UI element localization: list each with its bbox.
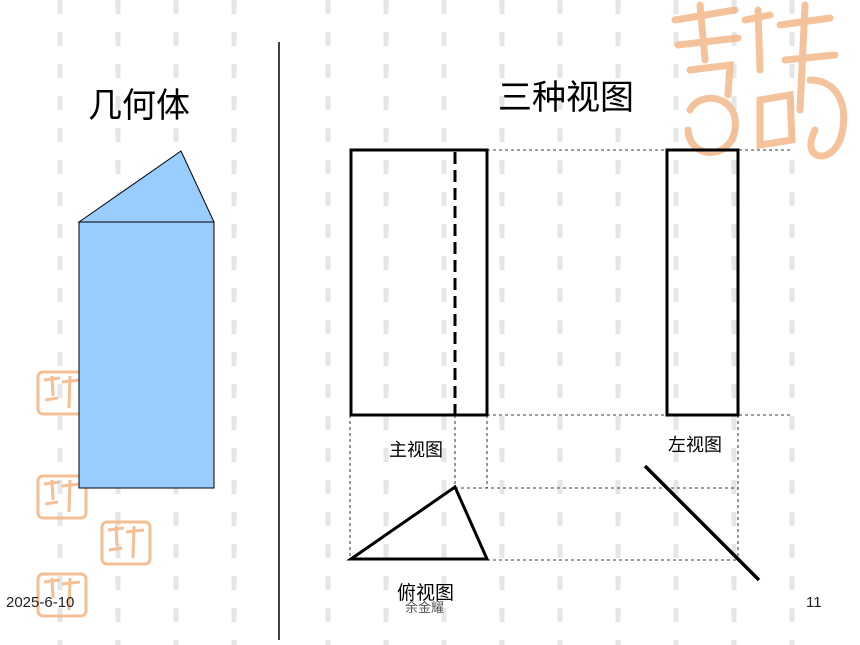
seal-stamp-large (671, 1, 848, 160)
side-view-drawing (665, 148, 740, 417)
triangular-prism-solid (77, 150, 215, 489)
top-view-label: 俯视图 (397, 582, 455, 604)
footer-date: 2025-6-10 (6, 594, 75, 611)
prism-top-face (77, 150, 215, 223)
prism-front-face (78, 221, 215, 489)
geometry-title: 几何体 (88, 86, 190, 126)
three-views-title: 三种视图 (498, 78, 634, 118)
page-number: 11 (806, 594, 822, 611)
side-view-label: 左视图 (668, 435, 722, 456)
front-view-drawing (349, 148, 489, 417)
seal-stamp-small-2 (36, 474, 88, 520)
footer-author: 余金耀 (405, 600, 445, 615)
front-view-label: 主视图 (389, 440, 443, 461)
projection-guide-lines (349, 149, 790, 561)
seal-stamp-small-3 (100, 520, 152, 566)
seal-stamp-small-4 (36, 572, 88, 618)
top-view-drawing (346, 484, 490, 561)
auxiliary-45-degree-line (643, 464, 761, 582)
